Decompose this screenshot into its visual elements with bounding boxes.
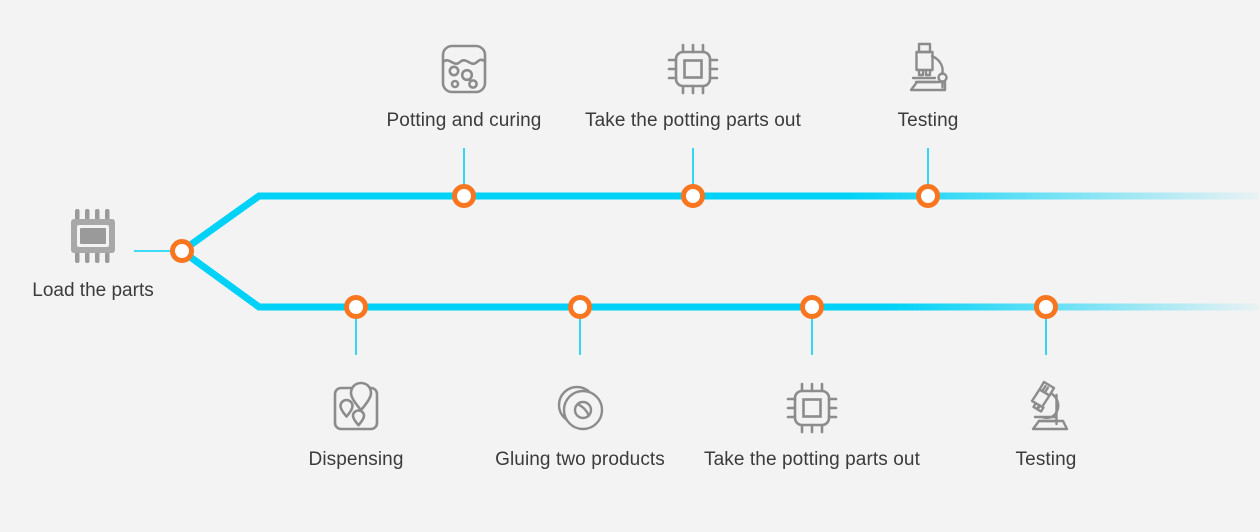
node-potting-and-curing[interactable] (452, 184, 476, 208)
droplets-card-icon (319, 371, 393, 445)
step-take-the-potting-parts-out-bottom[interactable]: Take the potting parts out (697, 371, 927, 471)
chip-outline-icon (775, 371, 849, 445)
step-label: Potting and curing (386, 110, 542, 131)
fork-lower-branch-line (179, 248, 1258, 311)
node-markers-layer (170, 184, 1058, 319)
node-gluing-two-products[interactable] (568, 295, 592, 319)
fork-upper-branch-line (179, 192, 1258, 254)
node-take-the-potting-parts-out-bottom[interactable] (800, 295, 824, 319)
step-label: Take the potting parts out (704, 449, 920, 470)
microscope-upright-icon (891, 32, 965, 106)
node-dispensing[interactable] (344, 295, 368, 319)
origin-step-load-the-parts[interactable]: Load the parts (0, 203, 198, 302)
origin-step-label: Load the parts (32, 280, 154, 301)
step-label: Dispensing (308, 449, 404, 470)
step-potting-and-curing[interactable]: Potting and curing (349, 32, 579, 132)
microscope-tilted-icon (1009, 371, 1083, 445)
liquid-container-icon (427, 32, 501, 106)
node-fork[interactable] (170, 239, 194, 263)
node-take-the-potting-parts-out-top[interactable] (681, 184, 705, 208)
step-label: Testing (1015, 449, 1077, 470)
chip-filled-icon (60, 203, 126, 274)
chip-outline-icon (656, 32, 730, 106)
step-gluing-two-products[interactable]: Gluing two products (465, 371, 695, 471)
step-take-the-potting-parts-out-top[interactable]: Take the potting parts out (578, 32, 808, 132)
step-label: Take the potting parts out (585, 110, 801, 131)
step-testing-top[interactable]: Testing (813, 32, 1043, 132)
node-testing-bottom[interactable] (1034, 295, 1058, 319)
step-label: Gluing two products (495, 449, 665, 470)
node-testing-top[interactable] (916, 184, 940, 208)
step-label: Testing (897, 110, 959, 131)
step-dispensing[interactable]: Dispensing (241, 371, 471, 471)
step-testing-bottom[interactable]: Testing (931, 371, 1161, 471)
two-discs-icon (543, 371, 617, 445)
